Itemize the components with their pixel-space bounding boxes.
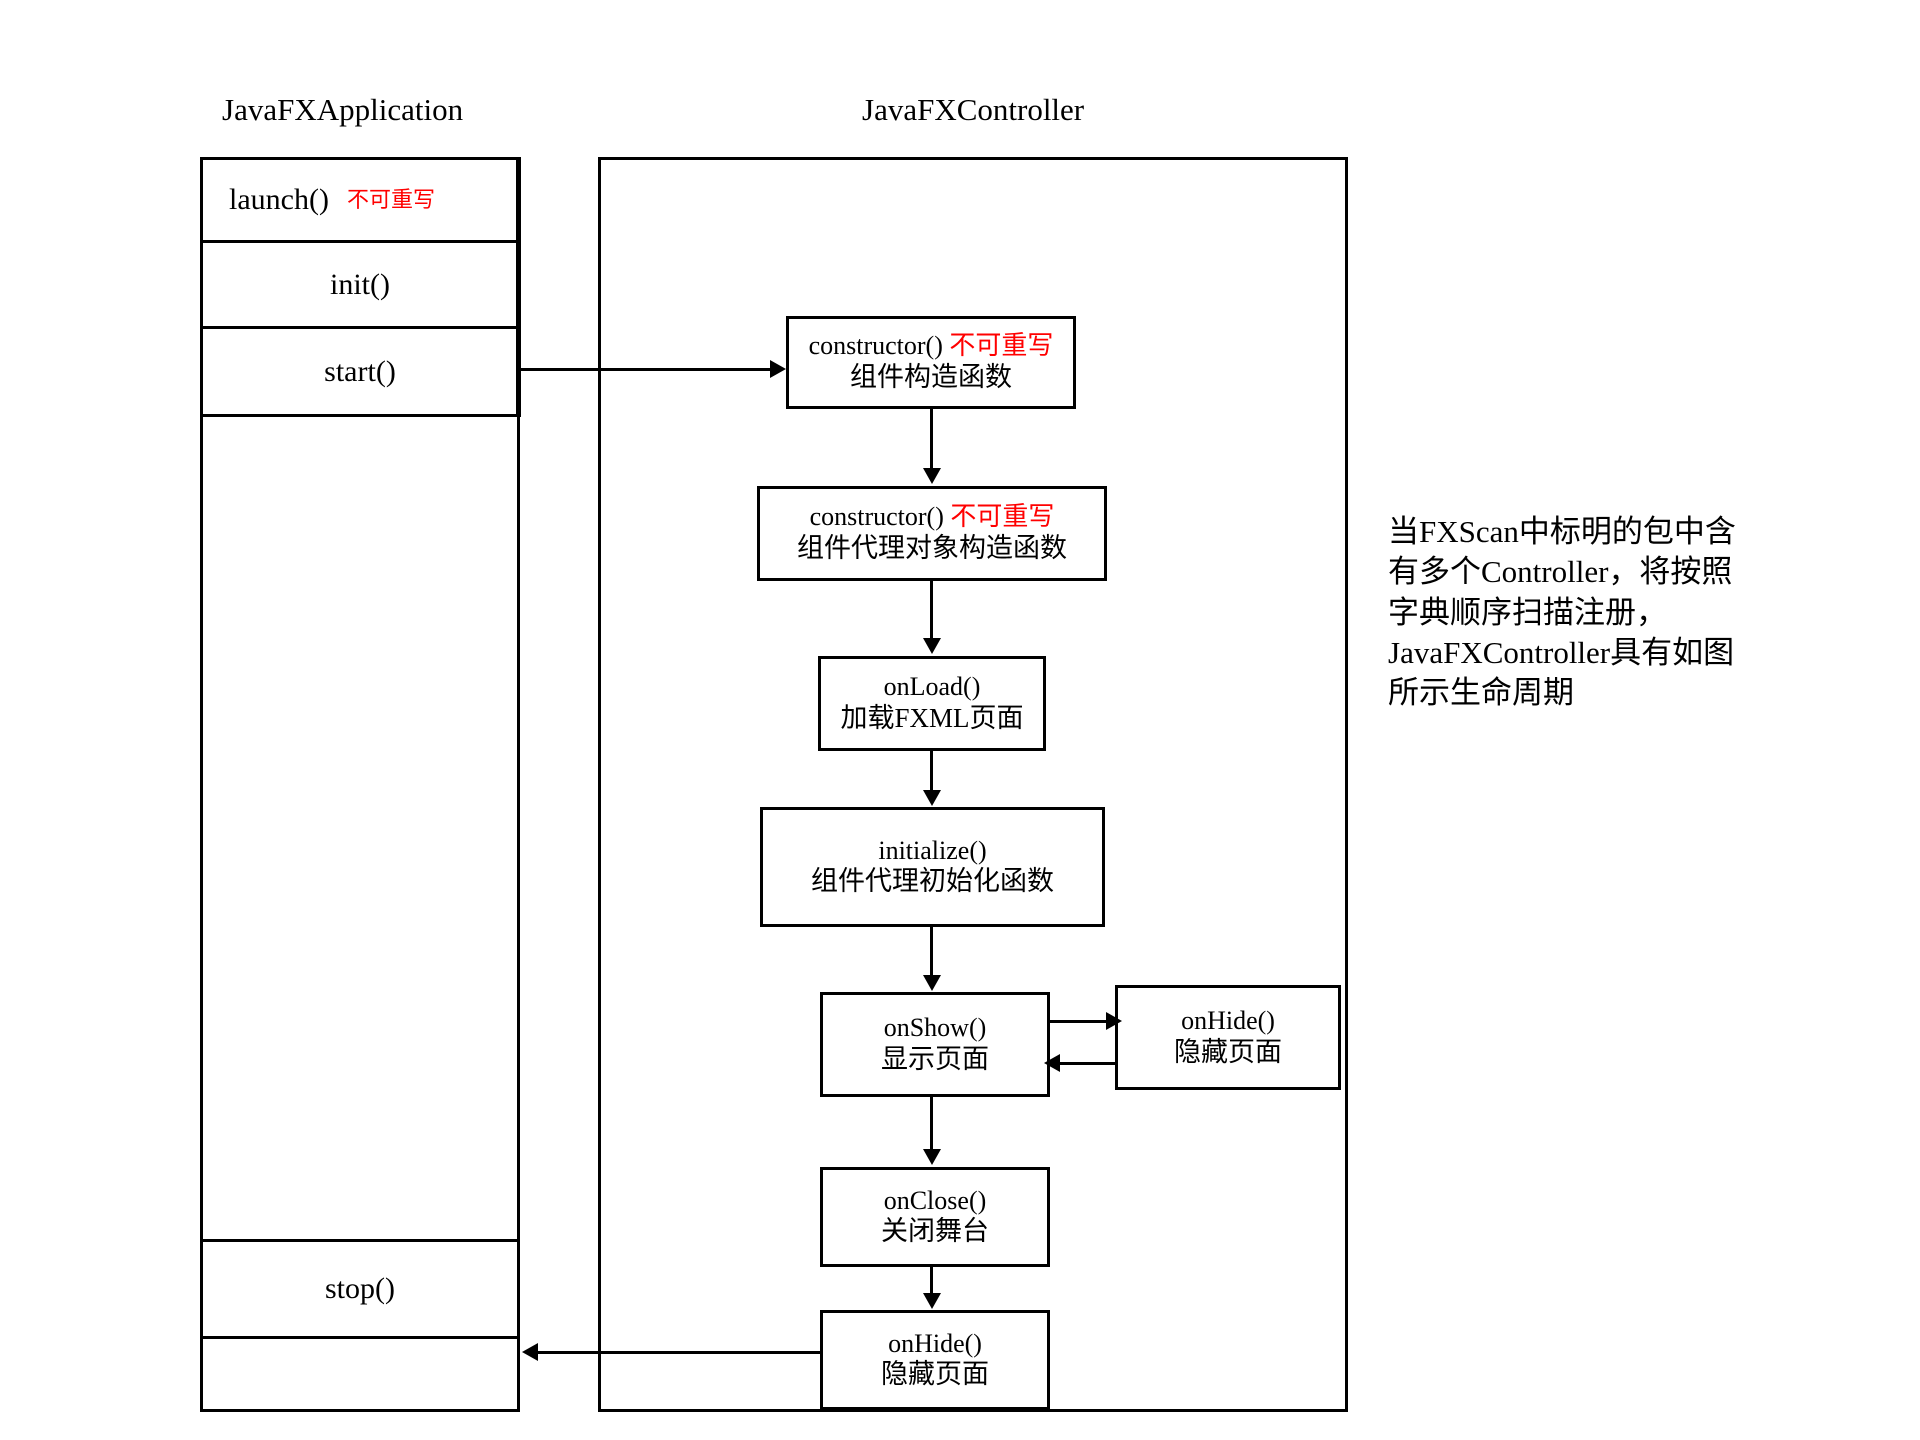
arrowhead-onhide-to-onshow — [1044, 1054, 1060, 1072]
connector-onhide-to-onshow — [1056, 1062, 1116, 1065]
connector-onhide-bottom-to-stop — [534, 1351, 822, 1354]
app-row-stop-label: stop() — [325, 1272, 395, 1305]
app-row-start-label: start() — [324, 354, 396, 388]
arrowhead-onshow-to-onclose — [923, 1149, 941, 1165]
node-initialize-method: initialize() — [878, 835, 987, 865]
arrowhead-onclose-to-onhide-bottom — [923, 1293, 941, 1309]
node-onhide-side: onHide() 隐藏页面 — [1115, 985, 1341, 1090]
node-onload-desc: 加载FXML页面 — [840, 702, 1024, 733]
node-constructor-component-method: constructor() — [808, 331, 943, 361]
node-onclose-desc: 关闭舞台 — [881, 1216, 989, 1247]
node-constructor-proxy: constructor() 不可重写 组件代理对象构造函数 — [757, 486, 1107, 581]
node-constructor-proxy-badge: 不可重写 — [950, 502, 1055, 532]
annotation-line-3: 字典顺序扫描注册， — [1388, 594, 1667, 630]
connector-onclose-to-onhide-bottom — [930, 1267, 933, 1294]
app-row-init: init() — [203, 243, 517, 329]
node-onload: onLoad() 加载FXML页面 — [818, 656, 1046, 751]
arrowhead-constructor1-to-constructor2 — [923, 468, 941, 484]
app-row-init-label: init() — [330, 267, 390, 301]
node-onshow: onShow() 显示页面 — [820, 992, 1050, 1097]
app-row-stop: stop() — [203, 1242, 517, 1339]
app-row-footer — [203, 1339, 517, 1409]
connector-onshow-to-onclose — [930, 1097, 933, 1149]
arrowhead-onload-to-initialize — [923, 790, 941, 806]
node-onshow-method: onShow() — [883, 1013, 987, 1043]
node-onload-method: onLoad() — [883, 672, 981, 702]
node-onhide-side-method: onHide() — [1181, 1006, 1275, 1036]
column-title-javafxapplication: JavaFXApplication — [222, 92, 464, 127]
arrowhead-initialize-to-onshow — [923, 975, 941, 991]
node-initialize-desc: 组件代理初始化函数 — [811, 866, 1054, 897]
annotation-text-block: 当FXScan中标明的包中含 有多个Controller，将按照 字典顺序扫描注… — [1388, 512, 1818, 713]
app-row-start: start() — [203, 329, 517, 417]
arrowhead-start-to-constructor — [770, 360, 786, 378]
lifeline-activation-bar — [516, 157, 521, 417]
app-row-launch: launch() 不可重写 — [203, 160, 517, 243]
connector-start-to-constructor — [521, 368, 773, 371]
connector-constructor1-to-constructor2 — [930, 409, 933, 470]
node-constructor-proxy-title: constructor() 不可重写 — [810, 502, 1055, 533]
node-initialize: initialize() 组件代理初始化函数 — [760, 807, 1105, 927]
node-constructor-component-title: constructor() 不可重写 — [809, 331, 1054, 362]
annotation-line-2: 有多个Controller，将按照 — [1388, 554, 1733, 590]
node-onclose: onClose() 关闭舞台 — [820, 1167, 1050, 1267]
node-constructor-component-desc: 组件构造函数 — [850, 361, 1012, 392]
node-onhide-side-desc: 隐藏页面 — [1174, 1036, 1282, 1067]
node-onclose-method: onClose() — [883, 1185, 987, 1215]
annotation-line-5: 所示生命周期 — [1388, 675, 1574, 711]
node-constructor-component-badge: 不可重写 — [949, 331, 1054, 361]
arrowhead-onshow-to-onhide — [1106, 1012, 1122, 1030]
node-onhide-bottom-desc: 隐藏页面 — [881, 1359, 989, 1390]
connector-onshow-to-onhide — [1050, 1020, 1112, 1023]
connector-initialize-to-onshow — [930, 927, 933, 975]
node-onhide-bottom: onHide() 隐藏页面 — [820, 1310, 1050, 1410]
javafxcontroller-container — [598, 157, 1348, 1412]
arrowhead-onhide-bottom-to-stop — [522, 1343, 538, 1361]
column-title-javafxcontroller: JavaFXController — [862, 92, 1085, 127]
connector-constructor2-to-onload — [930, 581, 933, 639]
connector-onload-to-initialize — [930, 751, 933, 791]
app-row-launch-note: 不可重写 — [346, 187, 435, 212]
annotation-line-1: 当FXScan中标明的包中含 — [1388, 514, 1736, 549]
app-row-spacer — [203, 417, 517, 1242]
node-constructor-component: constructor() 不可重写 组件构造函数 — [786, 316, 1076, 409]
javafxapplication-lifeline: launch() 不可重写 init() start() stop() — [200, 157, 520, 1412]
annotation-line-4: JavaFXController具有如图 — [1388, 634, 1735, 670]
node-onshow-desc: 显示页面 — [881, 1043, 989, 1074]
node-constructor-proxy-method: constructor() — [809, 502, 944, 532]
node-onhide-bottom-method: onHide() — [888, 1328, 982, 1358]
app-row-launch-label: launch() — [229, 183, 329, 216]
node-constructor-proxy-desc: 组件代理对象构造函数 — [797, 532, 1067, 563]
arrowhead-constructor2-to-onload — [923, 638, 941, 654]
